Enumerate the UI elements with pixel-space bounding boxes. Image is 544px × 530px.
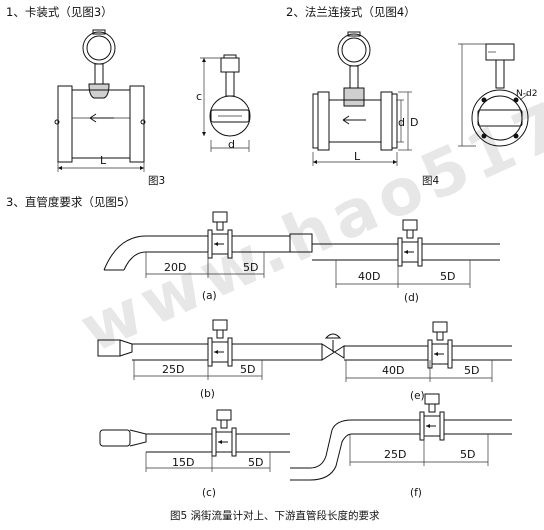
panel-b-downstream: 5D [240,363,256,376]
panel-d-downstream: 5D [440,270,456,283]
panel-f [290,393,512,481]
panel-e-label: (e) [410,390,425,402]
panel-a-downstream: 5D [243,261,259,274]
panel-b-label: (b) [200,388,215,400]
fig4-dim-D: D [410,116,419,129]
panel-a-upstream: 20D [164,261,187,274]
section-heading-flange: 2、法兰连接式（见图4） [286,5,416,19]
fig4-dim-d: d [398,116,405,129]
panel-e-upstream: 40D [382,364,405,377]
panel-b-upstream: 25D [162,363,185,376]
fig4-side-view [458,43,529,147]
panel-a-label: (a) [202,290,217,302]
fig4-dim-bolt: N-d2 [516,89,538,99]
panel-d-label: (d) [404,292,419,304]
fig3-caption: 图3 [148,175,166,187]
panel-a [103,211,290,278]
section-heading-clamp: 1、卡装式（见图3） [6,5,113,19]
fig3-side-view [200,54,251,152]
panel-c-upstream: 15D [172,456,195,469]
panel-e-downstream: 5D [464,364,480,377]
panel-f-downstream: 5D [460,448,476,461]
fig4-caption: 图4 [422,175,440,187]
panel-f-upstream: 25D [384,448,407,461]
fig4-front-view [312,31,412,166]
fig5-caption: 图5 涡街流量计对上、下游直管段长度的要求 [170,510,380,522]
panel-d-upstream: 40D [358,270,381,283]
fig3-front-view [54,29,146,172]
section-heading-straight-pipe: 3、直管度要求（见图5） [6,195,136,209]
panel-c-label: (c) [202,487,216,499]
fig3-dim-L: L [100,154,107,167]
panel-c [99,409,290,472]
panel-d [289,219,500,288]
panel-e [288,321,512,382]
fig3-dim-c: c [196,90,203,103]
panel-b [97,319,290,380]
panel-f-label: (f) [410,487,422,499]
fig3-dim-d: d [228,138,235,151]
fig4-dim-L: L [354,150,361,163]
panel-c-downstream: 5D [248,456,264,469]
